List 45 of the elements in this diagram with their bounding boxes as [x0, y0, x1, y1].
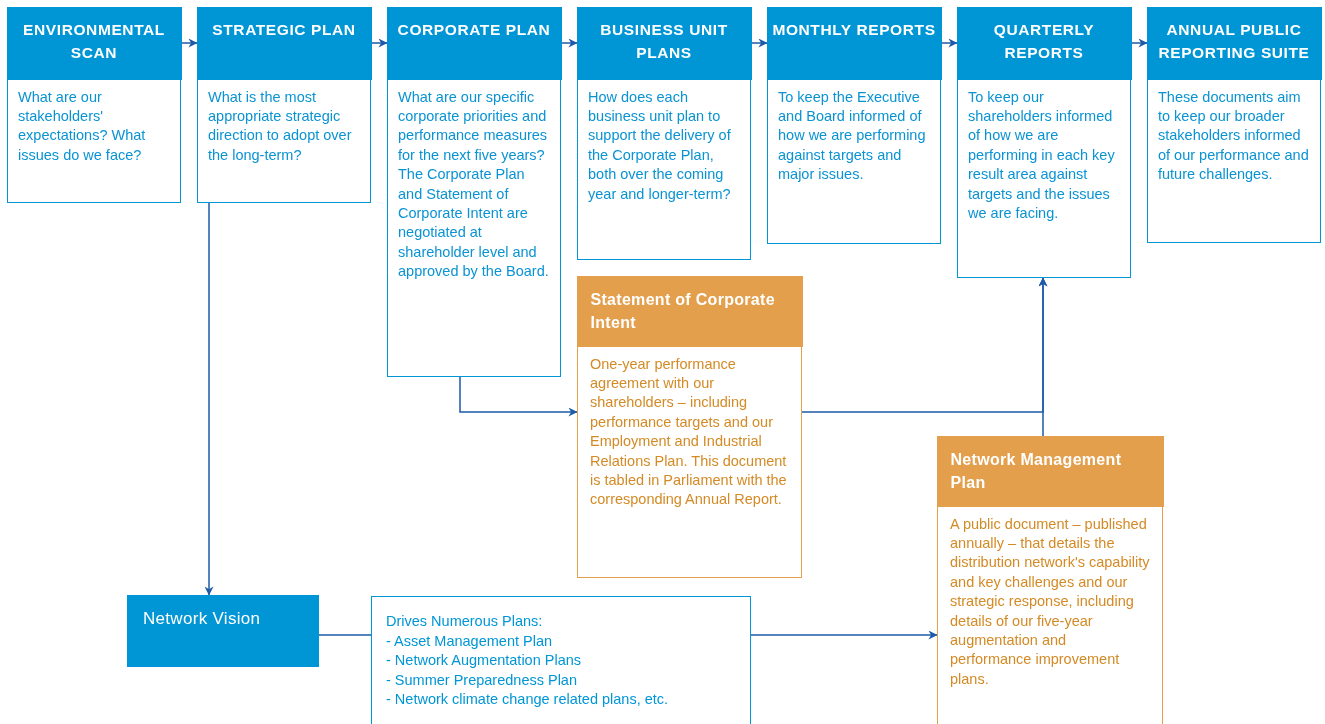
stage-card [1147, 7, 1321, 243]
list-item: - Asset Management Plan [386, 631, 554, 651]
arrow [180, 38, 198, 48]
arrow [459, 376, 578, 417]
arrow [560, 38, 578, 48]
card-description: One-year performance agreement with our shareholders – including performance targets and our Employment and Industrial Relations Plan. This document is tabled in Parliament with the corresponding Annual Report. [589, 354, 788, 510]
card-title: Statement of Corporate Intent [576, 275, 803, 347]
arrow [750, 38, 768, 48]
arrow [750, 630, 938, 640]
list-item: - Network climate change related plans, etc. [386, 690, 670, 710]
card-title: STRATEGIC PLAN [196, 6, 372, 80]
arrow [940, 38, 958, 48]
stage-card [7, 7, 181, 203]
plans-box [371, 596, 751, 724]
card-title: ENVIRONMENTAL SCAN [6, 6, 182, 80]
card-description: How does each business unit plan to support the delivery of the Corporate Plan, both over the coming year and longer-term? [587, 87, 732, 204]
card-description: What is the most appropriate strategic direction to adopt over the long-term? [207, 87, 353, 165]
vision-box: Network Vision [127, 595, 319, 667]
card-title: QUARTERLY REPORTS [956, 6, 1132, 80]
card-description: To keep our shareholders informed of how we are performing in each key result area against targets and the issues we are facing. [967, 87, 1116, 223]
connector-line [318, 634, 372, 636]
list-item: - Network Augmentation Plans [386, 651, 583, 671]
card-title: MONTHLY REPORTS [766, 6, 942, 80]
list-heading: Drives Numerous Plans: [386, 612, 544, 631]
card-title: ANNUAL PUBLIC REPORTING SUITE [1146, 6, 1322, 80]
arrow [204, 202, 214, 596]
card-title: CORPORATE PLAN [386, 6, 562, 80]
arrow [370, 38, 388, 48]
card-description: To keep the Executive and Board informed of how we are performing against targets and major issues. [777, 87, 927, 185]
arrow [1130, 38, 1148, 48]
card-title: BUSINESS UNIT PLANS [576, 6, 752, 80]
card-description: A public document – published annually – that details the distribution network's capability and key challenges and our strategic response, including details of our five-year augmentation and performance improvement plans. [949, 514, 1151, 689]
stage-card [957, 7, 1131, 278]
arrow [1038, 277, 1048, 437]
card-description: What are our specific corporate priorities and performance measures for the next five years? The Corporate Plan and Statement of Corporate Intent are negotiated at shareholder level and approved by the Board. [397, 87, 550, 282]
list-item: - Summer Preparedness Plan [386, 670, 578, 690]
card-title: Network Management Plan [936, 435, 1164, 507]
card-description: These documents aim to keep our broader stakeholders informed of our performance and future challenges. [1157, 87, 1310, 185]
stage-card [767, 7, 941, 244]
stage-card [577, 7, 751, 260]
document-card [577, 276, 802, 578]
document-card [937, 436, 1163, 724]
stage-card [197, 7, 371, 203]
card-description: What are our stakeholders' expectations? What issues do we face? [17, 87, 147, 165]
stage-card [387, 7, 561, 377]
